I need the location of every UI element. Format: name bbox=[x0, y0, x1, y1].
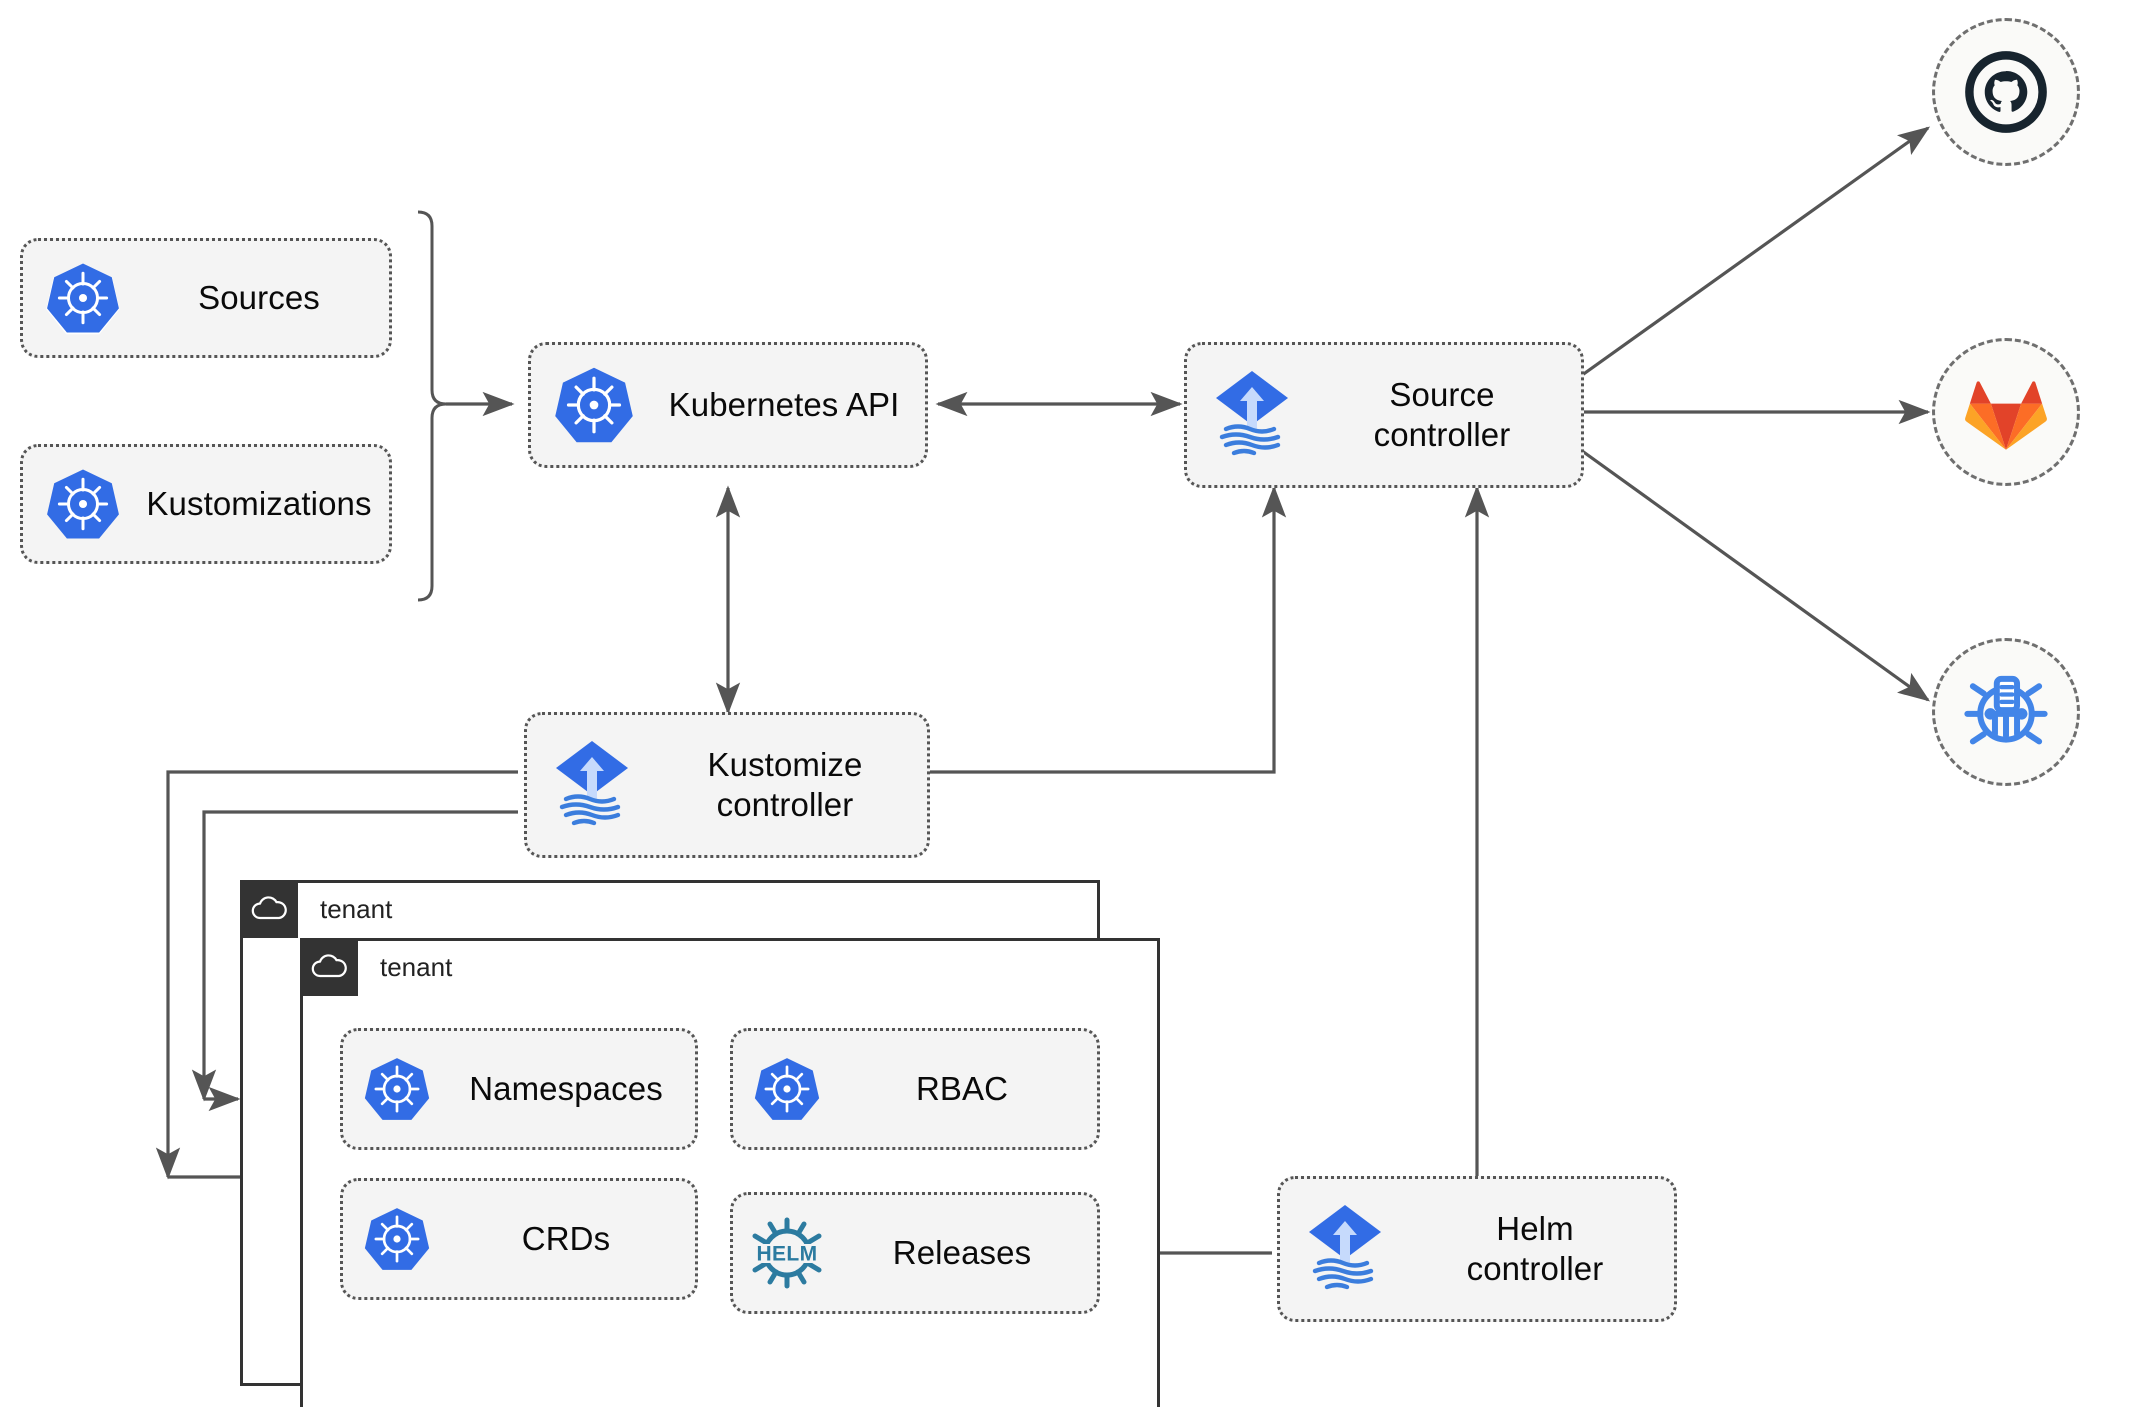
provider-gitlab[interactable] bbox=[1932, 338, 2080, 486]
helm-repository-icon bbox=[1964, 675, 2048, 745]
node-label: Kubernetes API bbox=[668, 385, 900, 423]
node-namespaces[interactable]: Namespaces bbox=[340, 1028, 698, 1150]
node-label: Source controller bbox=[1373, 375, 1511, 453]
cloud-icon bbox=[240, 880, 298, 938]
tenant-title: tenant bbox=[380, 952, 453, 982]
flux-icon bbox=[1280, 1201, 1410, 1297]
kubernetes-icon bbox=[23, 260, 143, 336]
provider-helm-repository[interactable] bbox=[1932, 638, 2080, 786]
node-sources[interactable]: Sources bbox=[20, 238, 392, 358]
node-label: Kustomize controller bbox=[707, 745, 863, 823]
node-label: Releases bbox=[892, 1233, 1032, 1271]
flux-icon bbox=[1187, 367, 1317, 463]
node-label: Helm controller bbox=[1466, 1209, 1604, 1287]
cloud-icon bbox=[300, 938, 358, 996]
kubernetes-icon bbox=[343, 1055, 451, 1123]
svg-text:HELM: HELM bbox=[756, 1243, 817, 1266]
tenant-frame-2: tenant bbox=[300, 938, 1160, 1407]
kubernetes-icon bbox=[531, 364, 657, 446]
node-label: Namespaces bbox=[469, 1069, 663, 1107]
tenant-header: tenant bbox=[240, 880, 392, 938]
node-label: CRDs bbox=[521, 1219, 611, 1257]
gitlab-icon bbox=[1965, 381, 2047, 450]
node-crds[interactable]: CRDs bbox=[340, 1178, 698, 1300]
helm-icon: HELM bbox=[733, 1214, 841, 1292]
node-releases[interactable]: HELM Releases bbox=[730, 1192, 1100, 1314]
flux-icon bbox=[527, 737, 657, 833]
node-label: Sources bbox=[198, 278, 320, 316]
node-label: RBAC bbox=[915, 1069, 1009, 1107]
node-kustomizations[interactable]: Kustomizations bbox=[20, 444, 392, 564]
kubernetes-icon bbox=[733, 1055, 841, 1123]
tenant-header: tenant bbox=[300, 938, 452, 996]
node-helm-controller[interactable]: Helm controller bbox=[1277, 1176, 1677, 1322]
provider-github[interactable] bbox=[1932, 18, 2080, 166]
kubernetes-icon bbox=[23, 466, 143, 542]
kubernetes-icon bbox=[343, 1205, 451, 1273]
github-icon bbox=[1965, 51, 2047, 133]
node-label: Kustomizations bbox=[146, 484, 372, 522]
node-rbac[interactable]: RBAC bbox=[730, 1028, 1100, 1150]
node-kustomize-controller[interactable]: Kustomize controller bbox=[524, 712, 930, 858]
node-kubernetes-api[interactable]: Kubernetes API bbox=[528, 342, 928, 468]
tenant-title: tenant bbox=[320, 894, 393, 924]
node-source-controller[interactable]: Source controller bbox=[1184, 342, 1584, 488]
